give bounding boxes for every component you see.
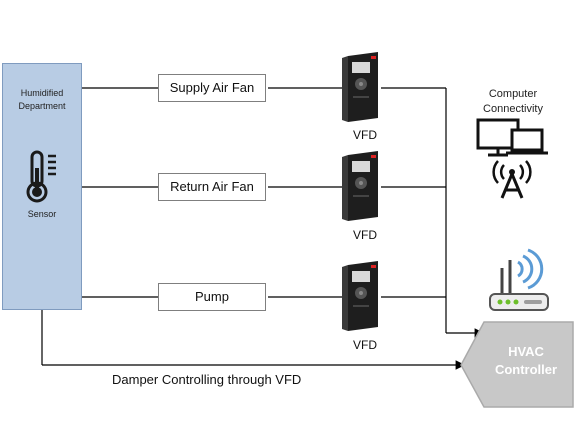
vfd-device-icon	[342, 52, 378, 122]
damper-label: Damper Controlling through VFD	[112, 372, 302, 387]
hvac-controller-shape	[460, 321, 574, 408]
department-title: Humidified Department	[18, 88, 66, 111]
router-icon	[489, 248, 549, 311]
vfd-label-1: VFD	[353, 128, 377, 142]
vfd-device-icon	[342, 151, 378, 221]
pump-box: Pump	[158, 283, 266, 311]
sensor-label: Sensor	[27, 209, 57, 219]
hvac-controller-label: HVAC Controller	[494, 344, 558, 377]
antenna-icon	[492, 160, 532, 199]
supply-air-fan-box: Supply Air Fan	[158, 74, 266, 102]
vfd-label-3: VFD	[353, 338, 377, 352]
return-air-fan-box: Return Air Fan	[158, 173, 266, 201]
vfd-device-icon	[342, 261, 378, 331]
thermometer-icon	[26, 150, 56, 203]
computer-connectivity-label: Computer Connectivity	[483, 88, 543, 115]
vfd-label-2: VFD	[353, 228, 377, 242]
humidified-department-box	[2, 63, 82, 310]
computer-icon	[476, 118, 548, 157]
